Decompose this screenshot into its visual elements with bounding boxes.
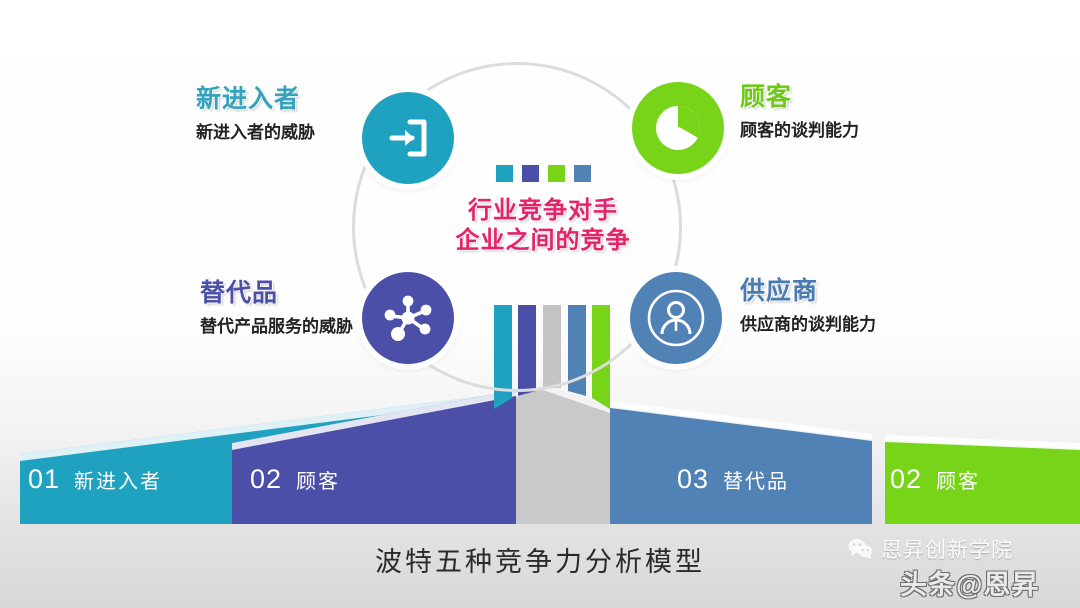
ribbon-substitutes-edge	[610, 401, 872, 441]
chip-purple	[521, 165, 539, 182]
ribbon-customers	[232, 390, 516, 524]
banner-number-4: 02	[890, 464, 923, 494]
banner-number-2: 02	[250, 464, 283, 494]
node-customers[interactable]	[632, 82, 724, 174]
force-heading-substitutes: 替代品	[200, 279, 279, 307]
slide-title: 波特五种竞争力分析模型	[375, 547, 705, 577]
banner-text-2: 顾客	[296, 471, 341, 493]
banner-text-3: 替代品	[723, 471, 790, 493]
chip-row	[440, 165, 646, 182]
banner-text-4: 顾客	[936, 471, 981, 493]
force-block-entrants: 新进入者 新进入者的威胁	[196, 85, 366, 144]
force-block-customers: 顾客 顾客的谈判能力	[740, 83, 940, 142]
wechat-icon	[848, 539, 872, 559]
chip-teal	[495, 165, 513, 182]
banner-text-1: 新进入者	[74, 471, 163, 493]
center-core: 行业竞争对手 企业之间的竞争	[440, 165, 646, 256]
force-block-suppliers: 供应商 供应商的谈判能力	[740, 277, 950, 336]
banner-label-2[interactable]: 02 顾客	[250, 464, 340, 495]
enter-arrow-icon	[389, 119, 427, 157]
force-block-substitutes: 替代品 替代产品服务的威胁	[200, 279, 366, 338]
force-heading-customers: 顾客	[740, 83, 793, 111]
ribbon-customers-2	[885, 441, 1080, 524]
force-heading-entrants: 新进入者	[196, 85, 301, 113]
network-nodes-icon	[384, 295, 432, 341]
chip-blue	[573, 165, 591, 182]
ribbon-substitutes	[610, 407, 872, 524]
node-substitutes[interactable]	[362, 272, 454, 364]
force-description-customers: 顾客的谈判能力	[740, 120, 859, 140]
ribbon-customers-edge	[232, 390, 516, 450]
ribbon-customers-2-edge	[885, 435, 1080, 450]
banner-label-1[interactable]: 01 新进入者	[28, 464, 162, 495]
force-description-suppliers: 供应商的谈判能力	[740, 314, 876, 334]
banner-label-3[interactable]: 03 替代品	[677, 464, 789, 495]
force-heading-suppliers: 供应商	[740, 277, 819, 305]
chip-green	[547, 165, 565, 182]
watermark-platform: 头条@恩昇	[900, 570, 1040, 600]
force-description-entrants: 新进入者的威胁	[196, 122, 315, 142]
watermark-brand: 恩昇创新学院	[848, 534, 1013, 564]
banner-number-1: 01	[28, 464, 61, 494]
node-entrants[interactable]	[362, 92, 454, 184]
center-line-1: 行业竞争对手	[468, 197, 618, 224]
pie-chart-icon	[656, 106, 700, 150]
center-line-2: 企业之间的竞争	[455, 227, 631, 254]
banner-label-4[interactable]: 02 顾客	[890, 464, 980, 495]
force-description-substitutes: 替代产品服务的威胁	[200, 316, 353, 336]
node-suppliers[interactable]	[630, 272, 722, 364]
connector-ring	[352, 62, 682, 392]
person-icon	[647, 289, 705, 347]
banner-number-3: 03	[677, 464, 710, 494]
watermark-brand-text: 恩昇创新学院	[881, 539, 1013, 562]
ribbon-entrants-edge	[20, 394, 500, 461]
